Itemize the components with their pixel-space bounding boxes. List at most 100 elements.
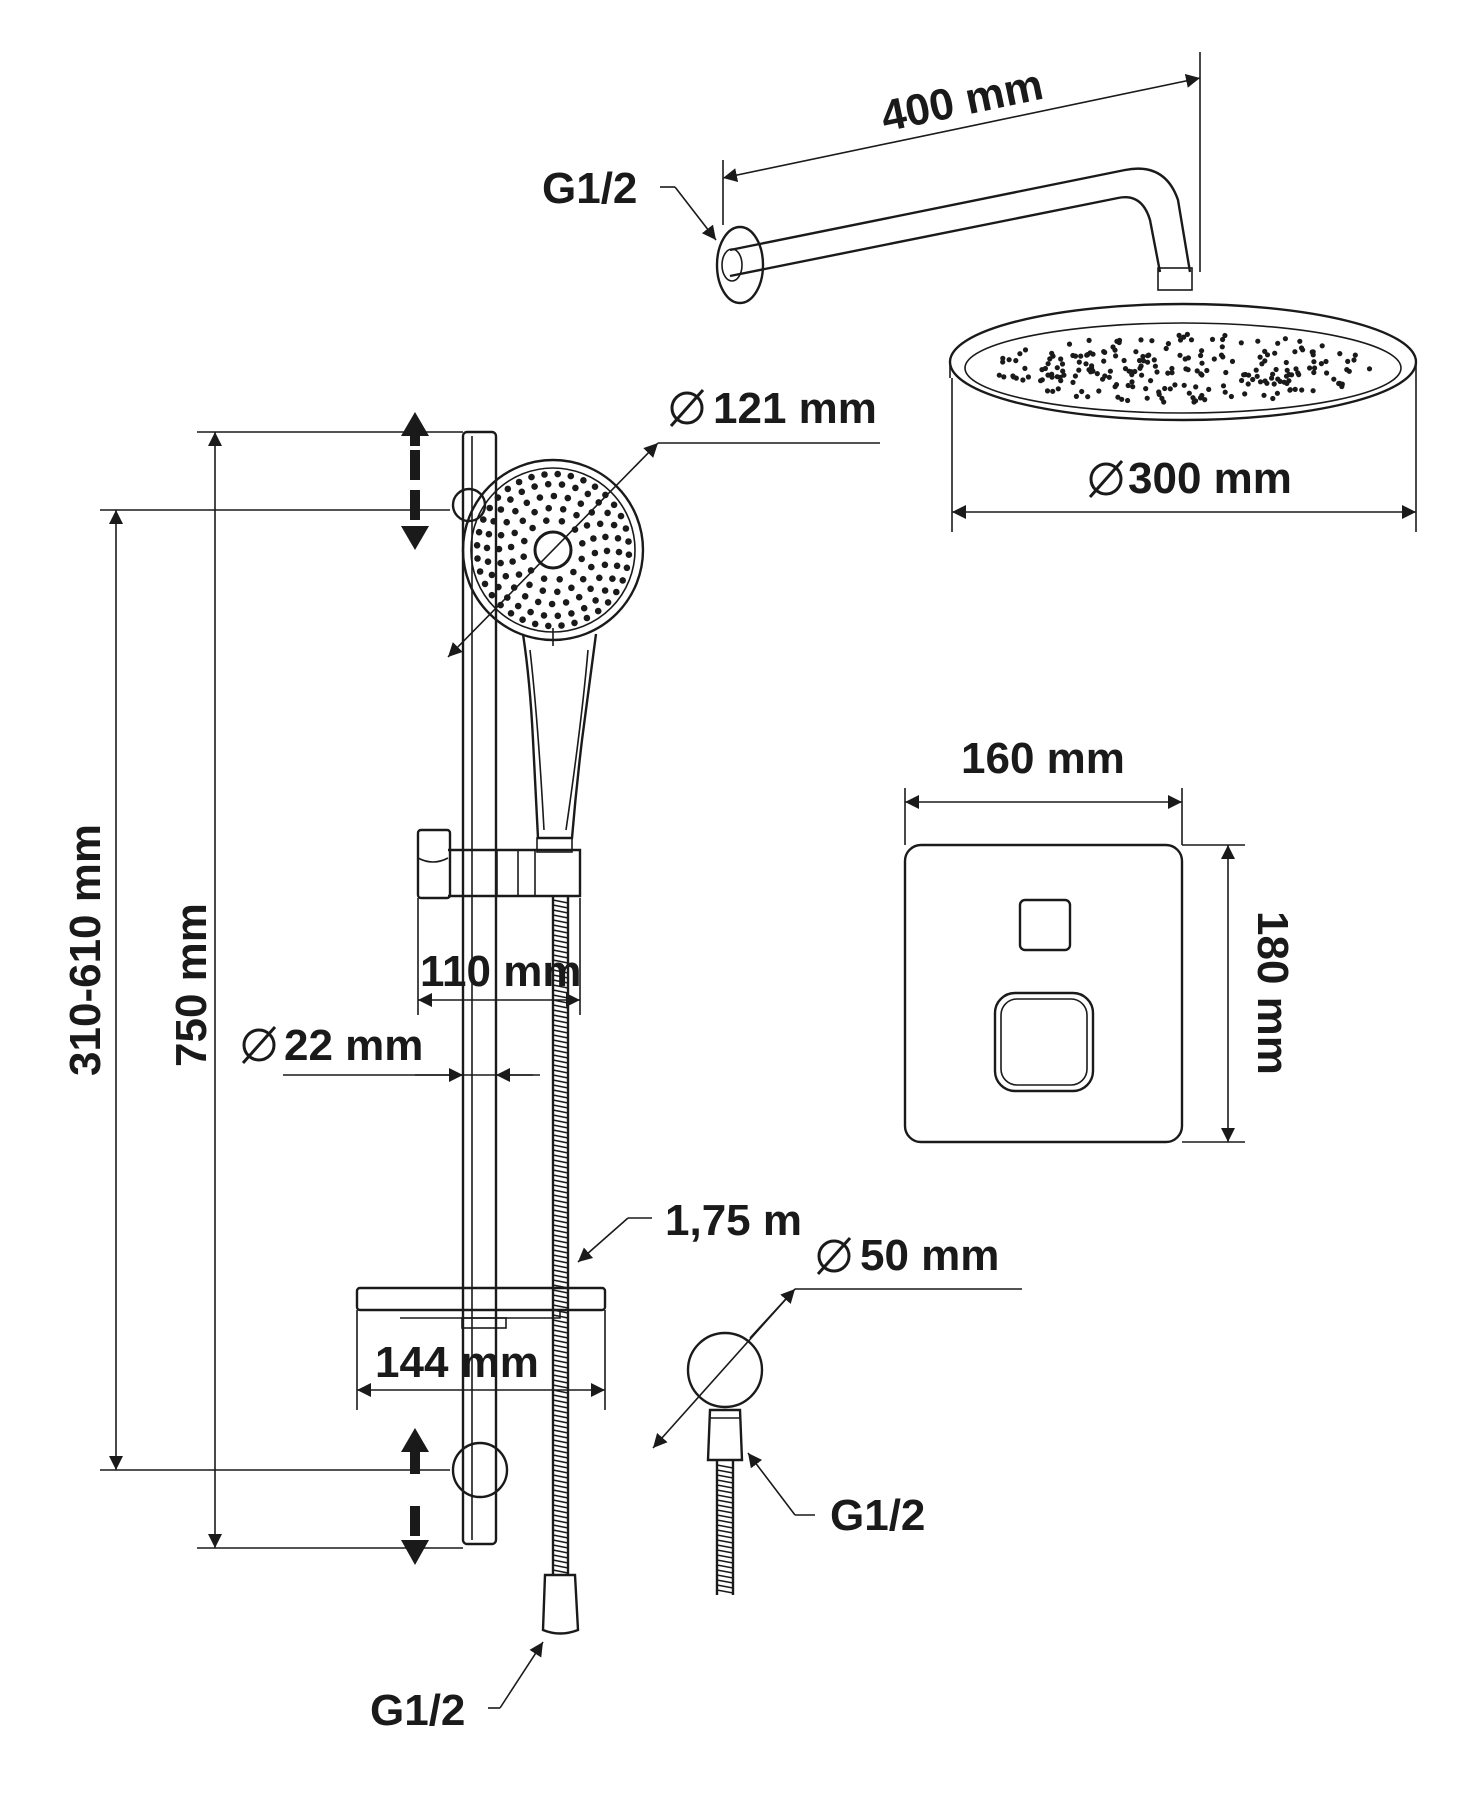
hose-rib [552, 1324, 569, 1329]
hand-nozzle [619, 577, 626, 584]
hose-rib [552, 1254, 569, 1259]
rain-nozzle [1184, 331, 1190, 337]
rain-nozzle [1060, 368, 1066, 374]
hand-nozzle [558, 481, 566, 488]
rain-nozzle [1262, 358, 1268, 364]
hose-rib [716, 1589, 734, 1594]
rain-nozzle [1025, 374, 1031, 380]
rain-shower-head [948, 302, 1418, 422]
rain-nozzle [1125, 397, 1131, 404]
hose-rib [552, 1274, 569, 1279]
hose-rib [552, 1094, 569, 1099]
rain-nozzle [1250, 376, 1256, 383]
rain-nozzle [1270, 395, 1276, 402]
hose-rib [552, 919, 569, 924]
outlet-thread-callout: G1/2 [747, 1452, 925, 1540]
hand-nozzle [497, 531, 505, 539]
hose-rib [552, 1189, 569, 1194]
rain-nozzle [1101, 349, 1107, 355]
rain-nozzle [1295, 370, 1301, 376]
hose-rib [552, 1559, 569, 1564]
hand-nozzle [540, 575, 548, 582]
hand-nozzle [603, 547, 611, 555]
rain-nozzle [1162, 385, 1168, 392]
hose-rib [552, 1339, 569, 1344]
rain-nozzle [1229, 358, 1236, 364]
hose-rib [716, 1484, 734, 1489]
rain-nozzle [1185, 367, 1191, 373]
hose-rib [716, 1554, 734, 1559]
rain-nozzle [1100, 376, 1106, 382]
hose-rib [716, 1469, 734, 1474]
wall-outlet [686, 1331, 764, 1595]
rain-nozzle [1254, 373, 1260, 379]
hand-nozzle [521, 537, 528, 545]
hand-nozzle [518, 488, 526, 496]
top-bracket-arrows [401, 412, 429, 550]
rain-nozzle [1198, 352, 1204, 359]
rain-nozzle [1292, 349, 1298, 355]
rain-nozzle [1107, 368, 1113, 374]
rain-nozzle [1239, 377, 1245, 384]
rain-nozzle [1194, 368, 1200, 374]
rain-nozzle [1013, 358, 1019, 364]
hose-rib [552, 969, 569, 974]
rain-nozzle [1274, 390, 1280, 396]
hose-rib [552, 1244, 569, 1249]
arm-thread-label: G1/2 [542, 164, 637, 213]
hose-rib [552, 1549, 569, 1554]
rain-nozzle [1119, 396, 1125, 402]
rain-nozzle [1115, 394, 1121, 400]
hand-nozzle [601, 561, 609, 569]
hand-nozzle [527, 608, 534, 616]
rain-nozzle [1130, 384, 1136, 390]
hose-rib [552, 1489, 569, 1494]
rain-nozzle [1176, 332, 1182, 338]
hose-rib [552, 974, 569, 979]
hose-rib [552, 1279, 569, 1284]
hose-rib [552, 1369, 569, 1374]
hand-nozzle [602, 533, 609, 541]
hose-rib [552, 1234, 569, 1239]
rain-nozzle [1269, 375, 1275, 381]
hose-rib [552, 1039, 569, 1044]
hose-rib [716, 1524, 734, 1529]
holder-clamp [416, 828, 452, 900]
rain-nozzle [1337, 351, 1343, 357]
hand-nozzle [554, 470, 561, 478]
hose-rib [552, 1464, 569, 1469]
hand-nozzle [623, 564, 631, 572]
rain-nozzle [1318, 361, 1324, 367]
hand-nozzle [617, 512, 625, 520]
rain-nozzle [1188, 337, 1195, 343]
hose-rib [552, 1444, 569, 1449]
rain-nozzle [1010, 373, 1016, 379]
hand-nozzle [571, 619, 578, 627]
hand-nozzle [615, 548, 623, 556]
rain-head-nozzles [996, 331, 1373, 405]
rain-nozzle [1149, 338, 1155, 344]
hand-nozzle [590, 535, 597, 542]
hose-rib [552, 1194, 569, 1199]
hose-rib [716, 1489, 734, 1494]
rain-nozzle [1112, 347, 1118, 353]
hose-rib [552, 909, 569, 914]
hand-nozzle [515, 478, 523, 486]
hose-rib [552, 1079, 569, 1084]
rain-nozzle [1222, 389, 1228, 395]
hand-nozzle [573, 511, 580, 519]
hand-nozzle [507, 610, 515, 617]
hose-rib [552, 1014, 569, 1019]
shelf-width-label: 144 mm [375, 1338, 539, 1387]
hose-rib [552, 984, 569, 989]
hose-rib [552, 1539, 569, 1544]
hose-rib [552, 1154, 569, 1159]
rain-nozzle [1138, 363, 1144, 369]
hand-nozzle [474, 555, 481, 562]
rain-nozzle [1167, 386, 1173, 392]
hose-rib [552, 1554, 569, 1559]
hose-rib [552, 1534, 569, 1539]
hose-rib [552, 939, 569, 944]
rain-nozzle [1245, 381, 1251, 387]
hand-nozzle [559, 506, 567, 513]
